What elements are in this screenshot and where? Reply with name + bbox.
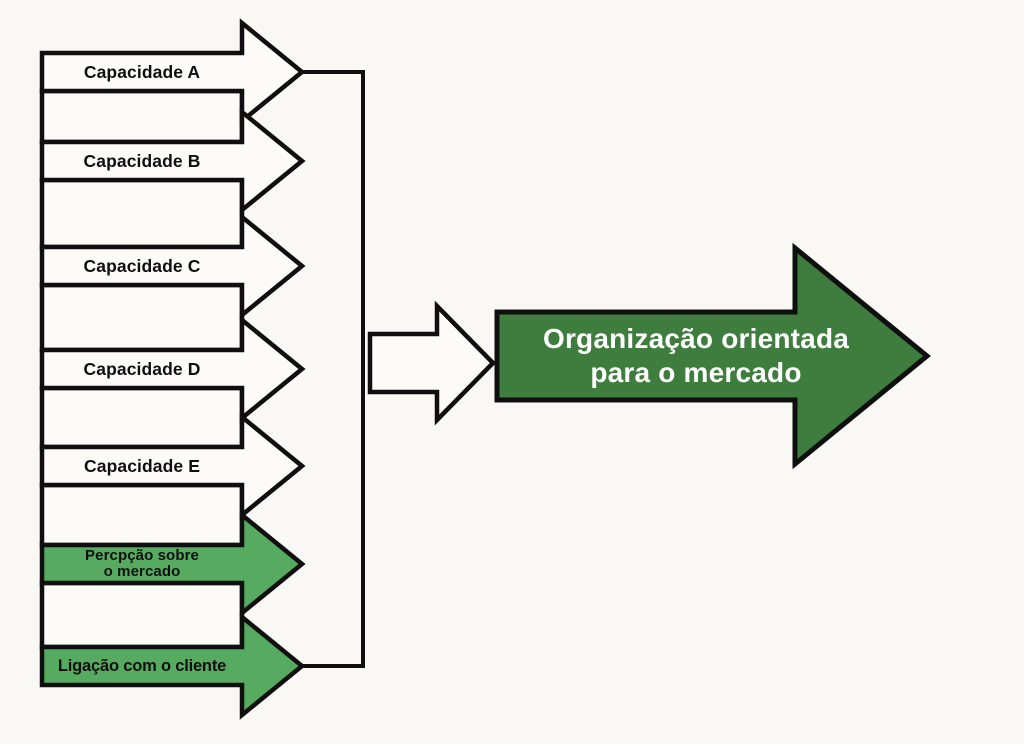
- arrow-capacidade-d: [39, 315, 306, 423]
- arrow-capacidade-e: [39, 412, 306, 520]
- connector-rect-1: [39, 88, 245, 145]
- connector-rect-3: [39, 282, 245, 353]
- arrow-capacidade-c: [39, 212, 306, 320]
- arrow-label-capacidade-d: Capacidade D: [83, 358, 201, 379]
- arrow-percepcao-mercado: [39, 510, 306, 618]
- outcome-arrow: [494, 242, 931, 470]
- arrow-label-capacidade-e: Capacidade E: [84, 455, 200, 476]
- connector-rect-6: [39, 580, 245, 650]
- label-line: o mercado: [103, 563, 181, 580]
- arrow-label-percepcao-mercado: Percpção sobre o mercado: [42, 545, 242, 583]
- merge-arrow: [367, 300, 497, 426]
- arrow-ligacao-cliente: [39, 612, 306, 720]
- label-line: Percpção sobre: [85, 547, 199, 564]
- arrow-capacidade-b: [39, 107, 306, 215]
- label-line: Ligação com o cliente: [57, 656, 227, 675]
- outcome-arrow-label: Organização orientada para o mercado: [500, 310, 892, 402]
- arrow-label-ligacao-cliente: Ligação com o cliente: [42, 647, 242, 685]
- arrow-capacidade-a: [39, 18, 306, 126]
- arrow-label-capacidade-b: Capacidade B: [83, 150, 201, 171]
- label-line: para o mercado: [590, 357, 802, 388]
- bracket-connector-line: [302, 70, 365, 668]
- connector-rect-5: [39, 482, 245, 548]
- arrow-label-capacidade-a: Capacidade A: [83, 61, 201, 82]
- arrow-label-capacidade-c: Capacidade C: [83, 255, 201, 276]
- label-line: Organização orientada: [542, 323, 850, 354]
- connector-rect-4: [39, 385, 245, 450]
- connector-rect-2: [39, 177, 245, 250]
